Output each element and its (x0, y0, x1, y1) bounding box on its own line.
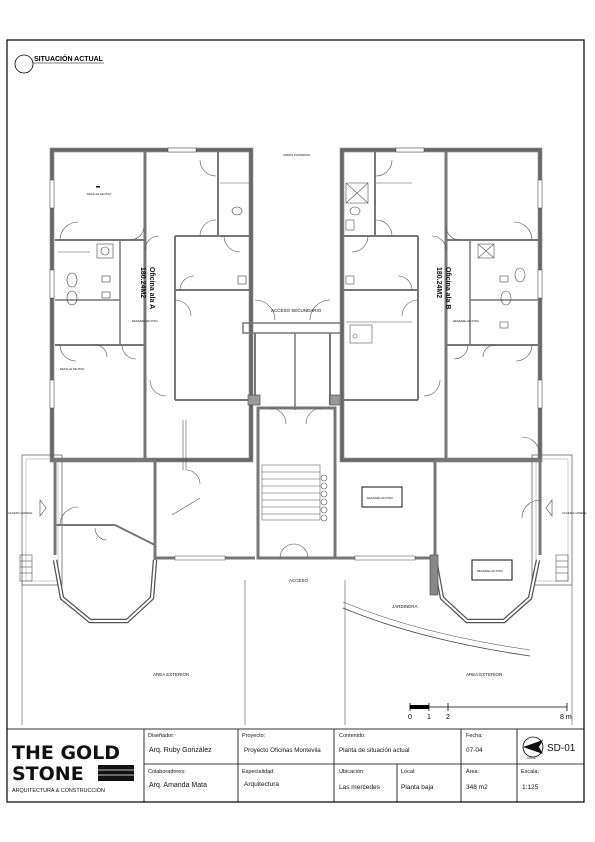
office-b-area: 180.24M2 (435, 267, 442, 298)
small-label-side-right: ACCESO LATERAL (562, 511, 587, 515)
company-logo: THE GOLD STONE ARQUITECTURA & CONSTRUCCI… (12, 742, 134, 794)
sheet-heading: SITUACIÓN ACTUAL (34, 54, 104, 63)
exterior-right-label: AREA EXTERIOR (466, 672, 503, 677)
scale-tick-2: 2 (446, 714, 450, 721)
especialidad-value: Arquitectura (244, 781, 279, 788)
wing-b-bay (335, 454, 573, 657)
small-label-top: JARDÍN POSTERIOR (283, 153, 310, 157)
proyecto-label: Proyecto: (242, 733, 266, 739)
colaboradores-value: Arq. Amanda Mata (149, 782, 207, 789)
fecha-value: 07-04 (466, 747, 483, 754)
north-arrow-icon: NORTE (522, 736, 544, 760)
logo-line-1: THE GOLD (12, 742, 120, 764)
logo-line-2: STONE (12, 763, 84, 785)
north-label: NORTE (527, 757, 536, 760)
scale-bar: 0 1 2 8 m (408, 703, 572, 721)
local-label: Local: (401, 769, 416, 775)
small-label-b1: DESNIVEL EN PISO (367, 496, 394, 500)
scale-tick-1: 1 (427, 714, 431, 721)
area-value: 348 m2 (466, 784, 488, 791)
contenido-label: Contenido: (339, 733, 366, 739)
escala-label: Escala: (521, 769, 540, 775)
office-b-name: Oficina ala B (444, 267, 451, 309)
small-label-b3: DESNIVEL EN PISO (453, 319, 480, 323)
small-label-side-left: ACCESO LATERAL (8, 511, 33, 515)
wing-a-bay (19, 420, 255, 624)
scale-tick-0: 0 (408, 714, 412, 721)
local-value: Planta baja (401, 784, 434, 791)
wing-a (49, 147, 254, 463)
small-label-a3: DETALLE DE PISO (60, 367, 85, 371)
disenador-value: Arq. Ruby González (149, 747, 212, 754)
plan-labels: Oficina ala A 180.24M2 Oficina ala B 180… (8, 153, 587, 677)
disenador-label: Diseñador: (148, 733, 175, 739)
office-a-name: Oficina ala A (148, 267, 155, 309)
fecha-label: Fecha: (466, 733, 483, 739)
heading-circle (14, 54, 34, 74)
center-core (242, 299, 344, 560)
especialidad-label: Especialidad: (242, 769, 275, 775)
logo-block (98, 765, 134, 781)
area-label: Área: (466, 768, 480, 775)
small-label-a2: DESNIVEL EN PISO (132, 319, 159, 323)
main-access-label: ACCESO (289, 578, 309, 583)
wing-b (339, 147, 543, 463)
title-block-fields: Diseñador: Arq. Ruby González Proyecto: … (148, 733, 540, 791)
proyecto-value: Proyecto Oficinas Montevila (244, 747, 321, 754)
site-boundaries (21, 580, 573, 725)
ubicacion-label: Ubicación: (339, 769, 365, 775)
escala-value: 1:125 (522, 784, 539, 791)
small-marker (96, 186, 100, 188)
title-block-frame (6, 728, 585, 803)
secondary-access-label: ACCESO SECUNDARIO (271, 308, 322, 313)
ubicacion-value: Las mercedes (339, 784, 381, 791)
scale-tick-end: 8 m (560, 714, 572, 721)
small-label-a1: DETALLE DE PISO (87, 192, 112, 196)
exterior-left-label: AREA EXTERIOR (153, 672, 190, 677)
logo-subtitle: ARQUITECTURA & CONSTRUCCIÓN (12, 787, 105, 794)
garden-label: JARDINERA (392, 604, 418, 609)
sheet-id: SD-01 (547, 743, 576, 754)
office-a-area: 180.24M2 (139, 267, 146, 298)
colaboradores-label: Colaboradores: (148, 769, 186, 775)
small-label-b2: DESNIVEL EN PISO (477, 569, 504, 573)
contenido-value: Planta de situación actual (339, 747, 410, 754)
